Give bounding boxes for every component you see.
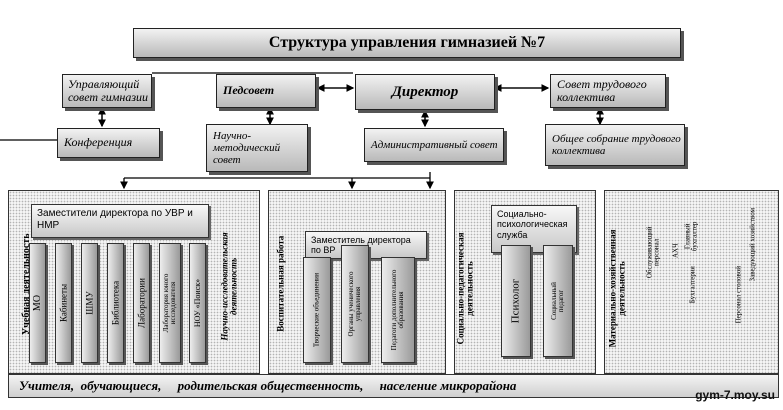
economic-label: Материально-хозяйственная деятельность	[607, 229, 627, 348]
unit-chief-accountant: Главный бухгалтер	[683, 221, 699, 252]
admin-council-box: Административный совет	[364, 128, 504, 162]
unit-library: Библиотека	[107, 243, 124, 363]
methodical-council-box: Научно-методический совет	[206, 124, 308, 172]
psych-service-box: Социально-психологическая служба	[491, 205, 577, 253]
upbringing-section: Воспитательная работа Заместитель директ…	[268, 190, 446, 374]
unit-nou-poisk: НОУ «Поиск»	[189, 243, 206, 363]
educational-section: Учебная деятельность Заместители директо…	[8, 190, 260, 374]
unit-shmu: ШМУ	[81, 243, 98, 363]
bottom-bar-text: Учителя, обучающиеся, родительская общес…	[19, 378, 517, 393]
research-activity-label: Научно-исследовательская деятельность	[219, 232, 239, 341]
unit-ahch: АХЧ	[671, 243, 680, 259]
conference-box: Конференция	[57, 128, 160, 158]
unit-student-government: Органы ученического управления	[341, 245, 369, 363]
upbringing-label: Воспитательная работа	[275, 235, 286, 332]
educational-deputy-box: Заместители директора по УВР и НМР	[31, 204, 209, 238]
unit-mo: МО	[29, 243, 46, 363]
unit-service-staff: Обслуживающий персонал	[645, 226, 661, 279]
unit-social-pedagogue: Социальный педагог	[543, 245, 573, 357]
unit-young-researcher-lab: Лаборатория юного исследователя	[159, 243, 181, 363]
unit-additional-education: Педагоги дополнительного образования	[381, 257, 415, 363]
unit-canteen-staff: Персонал столовой	[734, 265, 743, 324]
general-meeting-box: Общее собрание трудового коллектива	[545, 124, 685, 166]
unit-accounting: Бухгалтерия	[688, 266, 697, 304]
watermark: gym-7.moy.su	[695, 388, 775, 402]
director-box: Директор	[355, 74, 495, 110]
labor-council-box: Совет трудового коллектива	[550, 74, 666, 108]
social-label: Социально-педагогическая деятельность	[455, 232, 475, 345]
social-section: Социально-педагогическая деятельность Со…	[454, 190, 596, 374]
page-title: Структура управления гимназией №7	[133, 28, 681, 58]
unit-cabinets: Кабинеты	[55, 243, 72, 363]
bottom-bar: Учителя, обучающиеся, родительская общес…	[8, 374, 779, 398]
unit-labs: Лаборатории	[133, 243, 150, 363]
governing-council-box: Управляющий совет гимназии	[62, 74, 152, 108]
unit-psychologist: Психолог	[501, 245, 531, 357]
pedsovet-box: Педсовет	[216, 74, 316, 108]
unit-housekeeper: Заведующий хозяйством	[748, 207, 757, 282]
economic-section: Материально-хозяйственная деятельность О…	[604, 190, 779, 374]
unit-creative-associations: Творческие объединения	[303, 257, 331, 363]
